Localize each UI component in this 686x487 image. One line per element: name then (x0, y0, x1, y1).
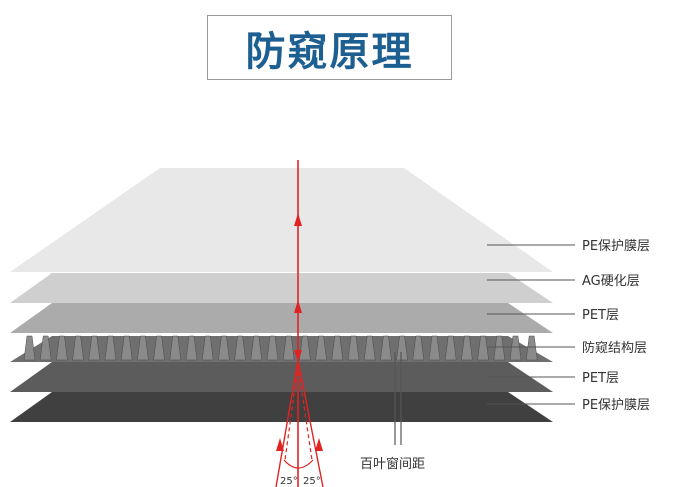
layer-label-anti-peep: 防窥结构层 (582, 340, 647, 356)
louver-tooth (347, 335, 360, 361)
louver-tooth (23, 335, 36, 361)
louver-tooth (120, 335, 133, 361)
louver-pitch-label: 百叶窗间距 (360, 456, 425, 472)
louver-tooth (363, 335, 376, 361)
louver-tooth (266, 335, 279, 361)
louver-tooth (412, 335, 425, 361)
louver-tooth (493, 335, 506, 361)
arrow-up-icon (294, 213, 302, 226)
louver-tooth (396, 335, 408, 361)
louver-tooth (169, 335, 182, 361)
louver-tooth (153, 335, 165, 361)
angle-arc (283, 459, 314, 469)
angle-label-left: 25° (280, 476, 298, 487)
outer-ray-left (275, 359, 299, 487)
layer-ag-hardened (10, 273, 553, 303)
louver-tooth (477, 335, 489, 361)
louver-tooth (461, 335, 473, 361)
dashed-ray-left (284, 364, 299, 461)
leader-lines (487, 244, 575, 405)
louver-pitch-marker (394, 352, 402, 445)
louver-tooth (56, 335, 68, 361)
louver-tooth (282, 335, 295, 361)
layer-label-pe-top: PE保护膜层 (582, 239, 650, 254)
layer-pet-lower (10, 362, 553, 392)
louver-tooth (201, 335, 214, 361)
light-rays (275, 160, 324, 487)
layer-label-ag: AG硬化层 (582, 274, 640, 289)
layer-label-pet-upper: PET层 (582, 308, 619, 323)
arrow-up-icon (294, 300, 302, 313)
louver-tooth (331, 335, 344, 361)
angle-label-right: 25° (303, 476, 321, 487)
layer-label-pe-bottom: PE保护膜层 (582, 398, 650, 413)
arrow-down-icon (294, 350, 302, 362)
louver-tooth (315, 335, 327, 361)
arrow-up-icon (315, 438, 323, 451)
arrow-up-icon (276, 438, 284, 451)
arrowheads (276, 213, 323, 451)
page-title: 防窥原理 (245, 28, 414, 75)
layer-pe-film-bottom (10, 392, 553, 422)
layer-pe-film-top (10, 168, 553, 272)
louver-tooth (509, 335, 522, 361)
louver-teeth (23, 335, 538, 361)
layer-pet-upper (10, 303, 553, 333)
louver-tooth (428, 335, 441, 361)
louver-tooth (39, 335, 52, 361)
louver-tooth (104, 335, 117, 361)
louver-tooth (525, 335, 538, 361)
louver-tooth (72, 335, 84, 361)
louver-tooth (234, 335, 246, 361)
louver-tooth (250, 335, 263, 361)
louver-tooth (444, 335, 457, 361)
louver-tooth (185, 335, 198, 361)
louver-tooth (218, 335, 230, 361)
layer-label-pet-lower: PET层 (582, 371, 619, 386)
dashed-ray-right (297, 364, 313, 461)
outer-ray-right (297, 359, 324, 487)
louver-tooth (380, 335, 392, 361)
louver-tooth (88, 335, 101, 361)
louver-tooth (137, 335, 149, 361)
title-box: 防窥原理 (207, 15, 452, 80)
